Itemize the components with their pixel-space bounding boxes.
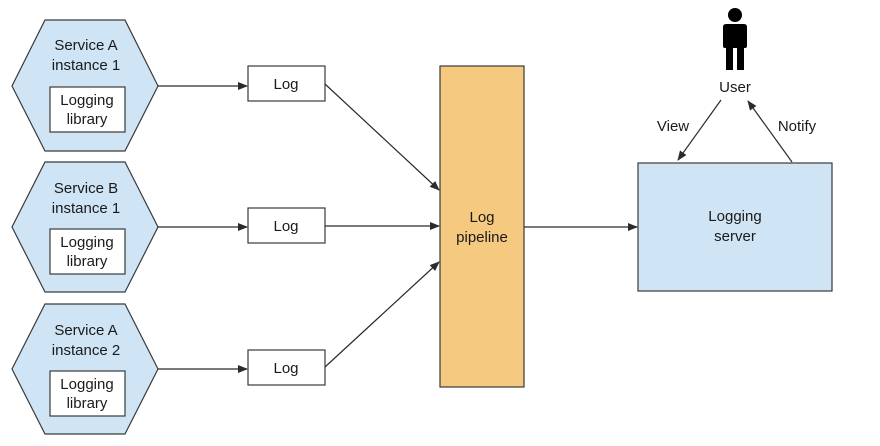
logging-library-line2: library	[67, 253, 108, 270]
arrow-server-notify-user	[747, 100, 793, 163]
notify-label: Notify	[778, 118, 817, 135]
logging-library-box	[49, 228, 126, 275]
arrow-log3-to-pipeline	[324, 261, 440, 368]
service-title-line2: instance 2	[52, 342, 120, 359]
logging-library-line1: Logging	[60, 376, 113, 393]
logging-library-line1: Logging	[60, 92, 113, 109]
service-title-line2: instance 1	[52, 57, 120, 74]
logging-library-box	[49, 86, 126, 133]
server-label-line2: server	[714, 228, 756, 245]
logging-library-box	[49, 370, 126, 417]
service-node-a2: Service A instance 2 Logging library	[11, 303, 159, 435]
logging-library-line2: library	[67, 111, 108, 128]
logging-library-line2: library	[67, 395, 108, 412]
user-person-icon	[723, 8, 747, 70]
log-box-3: Log	[247, 349, 326, 386]
service-title-line1: Service B	[54, 180, 118, 197]
view-label: View	[657, 118, 689, 135]
pipeline-label-line2: pipeline	[456, 229, 508, 246]
arrow-user-view-server	[677, 99, 722, 161]
log-box-2: Log	[247, 207, 326, 244]
service-title-line1: Service A	[54, 322, 117, 339]
connectors	[158, 82, 793, 373]
log-label: Log	[273, 360, 298, 377]
logging-library-line1: Logging	[60, 234, 113, 251]
service-node-b1: Service B instance 1 Logging library	[11, 161, 159, 293]
arrow-log1-to-pipeline	[324, 83, 440, 191]
log-label: Log	[273, 76, 298, 93]
service-title-line1: Service A	[54, 37, 117, 54]
log-pipeline: Log pipeline	[439, 65, 525, 388]
logging-server: Logging server	[637, 162, 833, 292]
log-label: Log	[273, 218, 298, 235]
server-label-line1: Logging	[708, 208, 761, 225]
user-label: User	[719, 79, 751, 96]
service-node-a1: Service A instance 1 Logging library	[11, 19, 159, 152]
log-box-1: Log	[247, 65, 326, 102]
service-title-line2: instance 1	[52, 200, 120, 217]
pipeline-label-line1: Log	[469, 209, 494, 226]
